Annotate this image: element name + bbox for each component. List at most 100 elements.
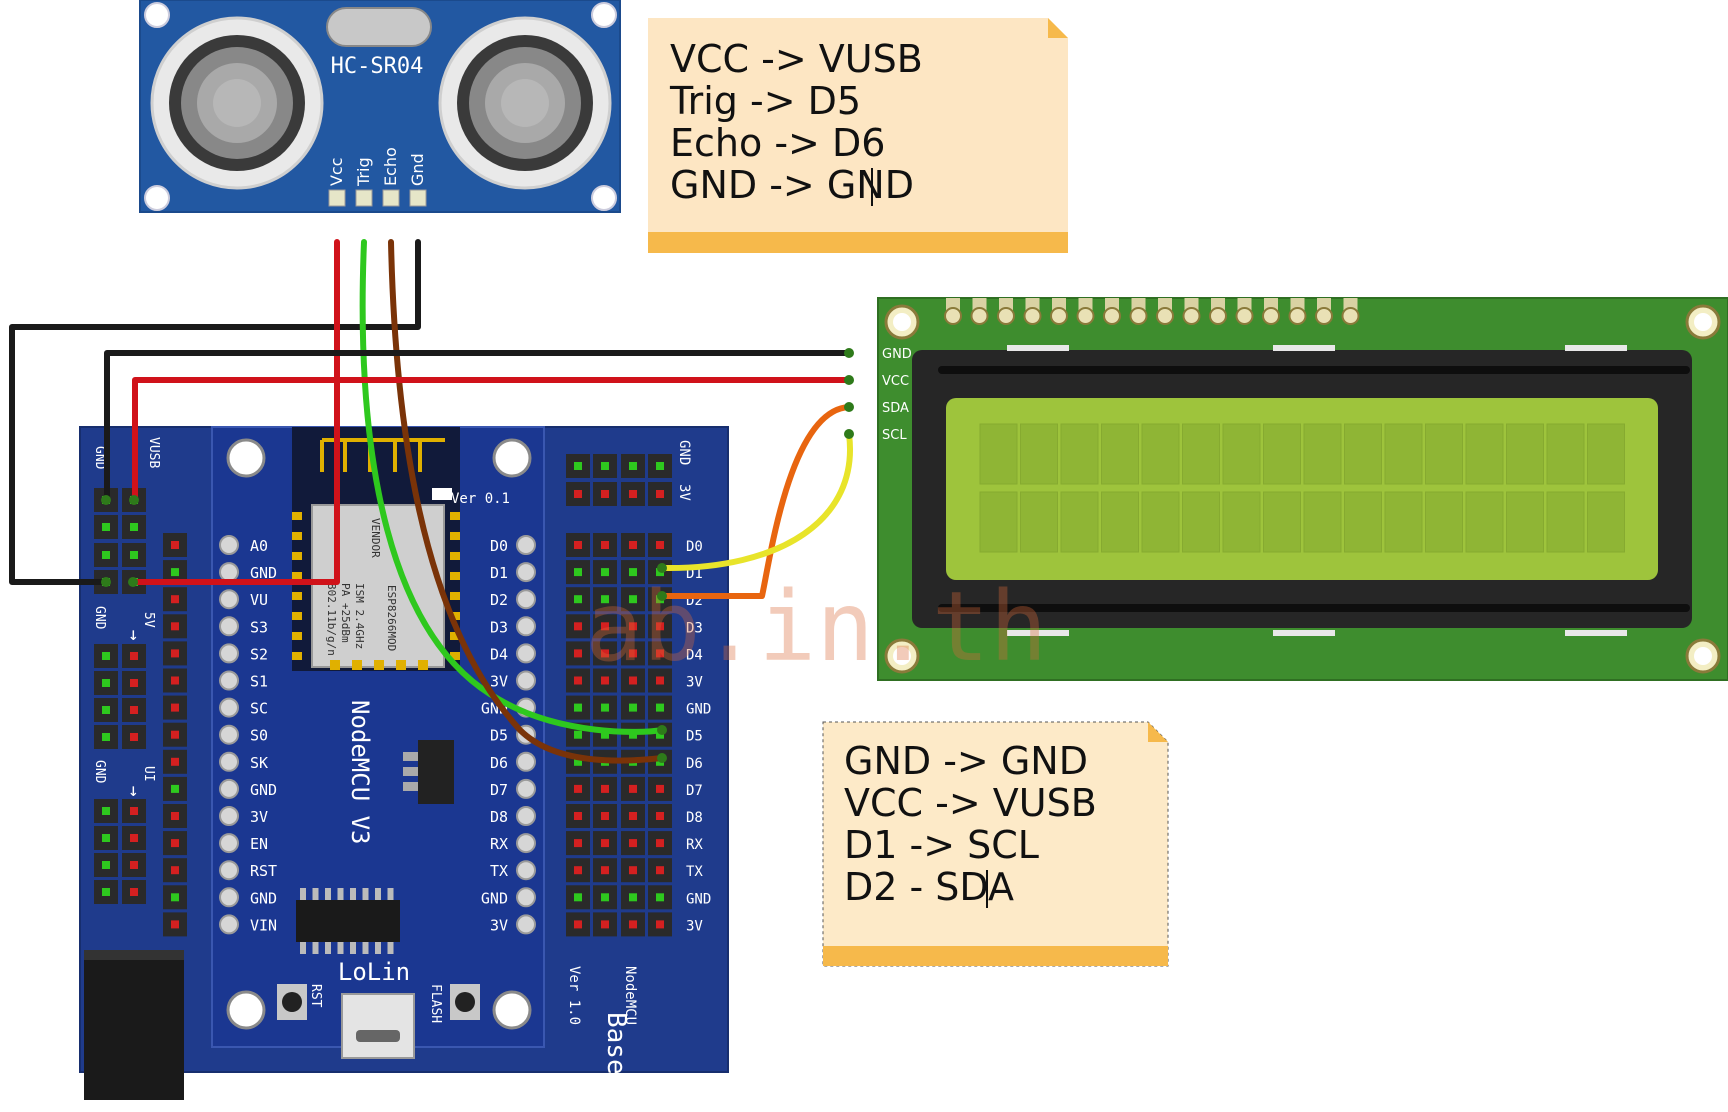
base-header-hole[interactable] [601, 676, 609, 685]
base-left-hole[interactable] [130, 807, 138, 815]
module-pin-left[interactable] [219, 562, 239, 583]
base-mid-hole[interactable] [171, 622, 179, 631]
base-left-hole[interactable] [102, 807, 110, 815]
base-header-hole[interactable] [601, 541, 609, 549]
module-pin-left[interactable] [219, 778, 239, 799]
module-pin-left[interactable] [219, 833, 239, 854]
base-left-hole[interactable] [130, 679, 138, 687]
module-pin-right[interactable] [516, 616, 536, 637]
base-header-hole[interactable] [574, 730, 582, 739]
base-mid-hole[interactable] [171, 812, 179, 820]
base-left-hole[interactable] [102, 652, 110, 660]
base-mid-hole[interactable] [171, 893, 179, 902]
wire-sensor-gnd[interactable] [9, 239, 421, 585]
base-left-hole[interactable] [102, 834, 110, 842]
base-header-hole[interactable] [629, 920, 637, 929]
base-header-hole[interactable] [574, 649, 582, 658]
base-left-hole[interactable] [130, 706, 138, 714]
base-mid-hole[interactable] [171, 541, 179, 549]
base-header-hole[interactable] [601, 812, 609, 820]
base-mid-hole[interactable] [171, 784, 179, 793]
module-pin-right[interactable] [516, 535, 536, 555]
base-mid-hole[interactable] [171, 920, 179, 929]
base-header-hole[interactable] [601, 784, 609, 793]
base-header-hole[interactable] [574, 893, 582, 902]
module-pin-right[interactable] [516, 914, 536, 935]
module-pin-right[interactable] [516, 887, 536, 908]
base-left-hole[interactable] [102, 888, 110, 896]
base-header-hole[interactable] [601, 568, 609, 577]
module-pin-left[interactable] [219, 887, 239, 908]
base-header-hole[interactable] [601, 462, 609, 470]
wire-scl-d1[interactable] [659, 431, 853, 572]
base-left-hole[interactable] [102, 679, 110, 687]
base-header-hole[interactable] [574, 541, 582, 549]
base-header-hole[interactable] [601, 649, 609, 658]
base-header-hole[interactable] [629, 649, 637, 658]
micro-usb-port[interactable] [341, 993, 415, 1059]
module-pin-left[interactable] [219, 860, 239, 881]
base-header-hole[interactable] [629, 866, 637, 875]
base-header-hole[interactable] [629, 812, 637, 820]
base-header-hole[interactable] [656, 676, 664, 685]
rst-button[interactable] [277, 984, 307, 1020]
module-pin-left[interactable] [219, 806, 239, 826]
module-pin-right[interactable] [516, 562, 536, 583]
base-left-hole[interactable] [130, 888, 138, 896]
base-mid-hole[interactable] [171, 703, 179, 712]
base-header-hole[interactable] [629, 541, 637, 549]
base-header-hole[interactable] [629, 784, 637, 793]
base-left-hole[interactable] [130, 551, 138, 559]
base-mid-hole[interactable] [171, 757, 179, 766]
base-header-hole[interactable] [656, 490, 664, 498]
base-header-hole[interactable] [629, 703, 637, 712]
sensor-pin-echo[interactable] [382, 189, 400, 207]
base-header-hole[interactable] [656, 622, 664, 631]
base-header-hole[interactable] [629, 622, 637, 631]
base-header-hole[interactable] [656, 784, 664, 793]
wire-lcd-vcc[interactable] [132, 377, 852, 503]
module-pin-right[interactable] [516, 833, 536, 854]
base-header-hole[interactable] [574, 595, 582, 604]
module-pin-right[interactable] [516, 860, 536, 881]
module-pin-right[interactable] [516, 643, 536, 664]
base-header-hole[interactable] [656, 839, 664, 848]
module-pin-left[interactable] [219, 589, 239, 610]
base-header-hole[interactable] [629, 676, 637, 685]
base-header-hole[interactable] [574, 462, 582, 470]
base-header-hole[interactable] [629, 893, 637, 902]
base-mid-hole[interactable] [171, 568, 179, 577]
module-pin-left[interactable] [219, 643, 239, 664]
base-header-hole[interactable] [629, 490, 637, 498]
base-left-hole[interactable] [102, 551, 110, 559]
base-header-hole[interactable] [629, 595, 637, 604]
base-header-hole[interactable] [574, 703, 582, 712]
wire-trig-d5[interactable] [359, 239, 665, 735]
module-pin-left[interactable] [219, 616, 239, 637]
base-left-hole[interactable] [130, 834, 138, 842]
base-mid-hole[interactable] [171, 730, 179, 739]
base-left-hole[interactable] [130, 652, 138, 660]
base-header-hole[interactable] [601, 490, 609, 498]
base-mid-hole[interactable] [171, 866, 179, 875]
module-pin-left[interactable] [219, 697, 239, 718]
base-left-hole[interactable] [102, 706, 110, 714]
base-left-hole[interactable] [102, 733, 110, 741]
module-pin-right[interactable] [516, 778, 536, 799]
base-header-hole[interactable] [601, 839, 609, 848]
wire-echo-d6[interactable] [388, 239, 665, 764]
wire-lcd-gnd[interactable] [104, 350, 852, 503]
base-header-hole[interactable] [656, 893, 664, 902]
base-header-hole[interactable] [656, 462, 664, 470]
base-header-hole[interactable] [574, 568, 582, 577]
base-header-hole[interactable] [601, 920, 609, 929]
base-left-hole[interactable] [102, 523, 110, 531]
base-header-hole[interactable] [601, 730, 609, 739]
base-header-hole[interactable] [574, 784, 582, 793]
base-header-hole[interactable] [574, 757, 582, 766]
base-header-hole[interactable] [601, 622, 609, 631]
sensor-pin-vcc[interactable] [328, 189, 346, 207]
base-mid-hole[interactable] [171, 839, 179, 848]
base-mid-hole[interactable] [171, 595, 179, 604]
base-header-hole[interactable] [656, 920, 664, 929]
